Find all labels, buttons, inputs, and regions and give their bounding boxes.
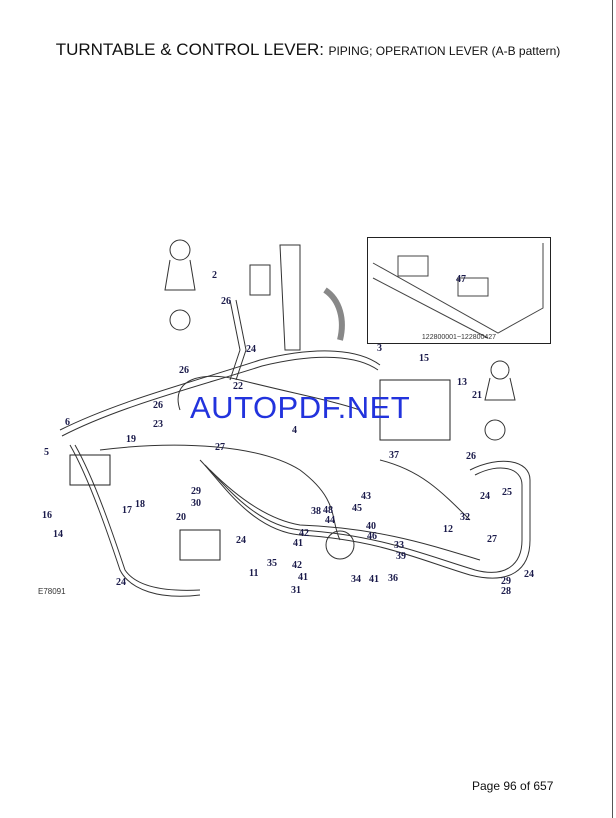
page-number: Page 96 of 657 <box>472 779 554 793</box>
callout-23: 23 <box>153 419 163 430</box>
callout-32: 32 <box>460 512 470 523</box>
callout-38: 38 <box>311 506 321 517</box>
callout-11: 11 <box>249 568 259 579</box>
callout-42: 42 <box>292 560 302 571</box>
figure-id: E78091 <box>38 587 66 596</box>
callout-34: 34 <box>351 574 361 585</box>
callout-41: 41 <box>293 538 303 549</box>
callout-26: 26 <box>153 400 163 411</box>
callout-37: 37 <box>389 450 399 461</box>
callout-4: 4 <box>292 425 297 436</box>
callout-24: 24 <box>236 535 246 546</box>
callout-3: 3 <box>377 343 382 354</box>
callout-24: 24 <box>524 569 534 580</box>
callout-26: 26 <box>179 365 189 376</box>
serial-range: 122800001~122800427 <box>421 334 497 341</box>
callout-33: 33 <box>394 540 404 551</box>
callout-21: 21 <box>472 390 482 401</box>
inset-frame-detail: 47 122800001~122800427 <box>367 237 551 344</box>
page-edge <box>612 0 613 818</box>
callout-18: 18 <box>135 499 145 510</box>
callout-13: 13 <box>457 377 467 388</box>
callout-6: 6 <box>65 417 70 428</box>
callout-31: 31 <box>291 585 301 596</box>
callout-35: 35 <box>267 558 277 569</box>
callout-29: 29 <box>191 486 201 497</box>
title-main: TURNTABLE & CONTROL LEVER: <box>55 40 324 59</box>
callout-24: 24 <box>480 491 490 502</box>
callout-19: 19 <box>126 434 136 445</box>
page-title: TURNTABLE & CONTROL LEVER: PIPING; OPERA… <box>0 40 616 60</box>
callout-46: 46 <box>367 531 377 542</box>
callout-48: 48 <box>323 505 333 516</box>
callout-20: 20 <box>176 512 186 523</box>
callout-30: 30 <box>191 498 201 509</box>
title-sub: PIPING; OPERATION LEVER (A-B pattern) <box>328 44 561 58</box>
callout-5: 5 <box>44 447 49 458</box>
callout-24: 24 <box>116 577 126 588</box>
callout-12: 12 <box>443 524 453 535</box>
frame-illustration <box>372 243 544 339</box>
callout-39: 39 <box>396 551 406 562</box>
callout-22: 22 <box>233 381 243 392</box>
callout-44: 44 <box>325 515 335 526</box>
callout-36: 36 <box>388 573 398 584</box>
callout-17: 17 <box>122 505 132 516</box>
callout-41: 41 <box>369 574 379 585</box>
callout-40: 40 <box>366 521 376 532</box>
callout-16: 16 <box>42 510 52 521</box>
callout-27: 27 <box>215 442 225 453</box>
callout-43: 43 <box>361 491 371 502</box>
callout-15: 15 <box>419 353 429 364</box>
callout-42: 42 <box>299 528 309 539</box>
callout-25: 25 <box>502 487 512 498</box>
callout-24: 24 <box>246 344 256 355</box>
callout-26: 26 <box>466 451 476 462</box>
callout-14: 14 <box>53 529 63 540</box>
callout-2: 2 <box>212 270 217 281</box>
callout-29: 29 <box>501 576 511 587</box>
watermark: AUTOPDF.NET <box>190 390 411 425</box>
callout-41: 41 <box>298 572 308 583</box>
callout-45: 45 <box>352 503 362 514</box>
callout-26: 26 <box>221 296 231 307</box>
callout-28: 28 <box>501 586 511 597</box>
callout-47: 47 <box>456 274 466 285</box>
callout-27: 27 <box>487 534 497 545</box>
